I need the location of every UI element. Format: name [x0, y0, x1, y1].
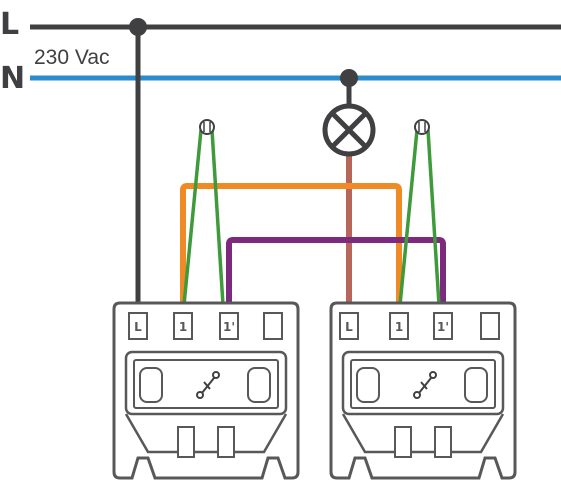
voltage-label: 230 Vac — [34, 46, 110, 69]
traveler-wire-orange — [180, 183, 402, 305]
switch-right-terminal-1prime-label: 1' — [437, 320, 449, 334]
switch-left-socket-a — [177, 426, 195, 458]
switch-right-bottom-frame — [341, 413, 505, 454]
switch-right-socket-b — [434, 426, 452, 458]
switch-right-terminal-blank — [480, 312, 500, 340]
switch-right-screw-left — [356, 367, 380, 403]
switch-left-terminal-1prime — [219, 312, 239, 340]
switch-right: L 1 1' — [329, 301, 517, 480]
switch-right-terminal-1prime — [433, 312, 453, 340]
switch-left-terminal-blank — [263, 312, 283, 340]
line-label: L — [0, 7, 19, 42]
indicator-light-icon-left — [182, 119, 225, 306]
switch-left-terminal-1 — [173, 312, 193, 340]
switch-right-terminal-L-label: L — [345, 320, 353, 334]
switch-right-socket-a — [394, 426, 412, 458]
indicator-light-icon-right — [398, 119, 441, 306]
switch-left-socket-b — [217, 426, 235, 458]
switch-right-terminal-1 — [389, 312, 409, 340]
switch-left-terminal-L-label: L — [134, 320, 142, 334]
switch-left-screw-right — [247, 367, 271, 403]
phase-junction-dot — [129, 18, 147, 36]
switch-contact-icon — [196, 371, 220, 399]
switch-right-terminal-L — [339, 312, 359, 340]
neutral-junction-dot — [340, 69, 358, 87]
neutral-label: N — [0, 61, 25, 96]
switch-right-screw-right — [464, 367, 488, 403]
switch-left-terminal-L — [128, 312, 148, 340]
switch-left-screw-left — [139, 367, 163, 403]
switch-contact-icon — [413, 371, 437, 399]
switch-right-terminal-1-label: 1 — [395, 320, 403, 334]
switch-left-bottom-frame — [124, 413, 288, 454]
switch-left: L 1 1' — [112, 301, 300, 480]
lamp-cross-icon — [322, 103, 376, 157]
switch-left-terminal-1prime-label: 1' — [223, 320, 235, 334]
traveler-wire-purple — [226, 237, 446, 305]
switch-left-terminal-1-label: 1 — [179, 320, 187, 334]
